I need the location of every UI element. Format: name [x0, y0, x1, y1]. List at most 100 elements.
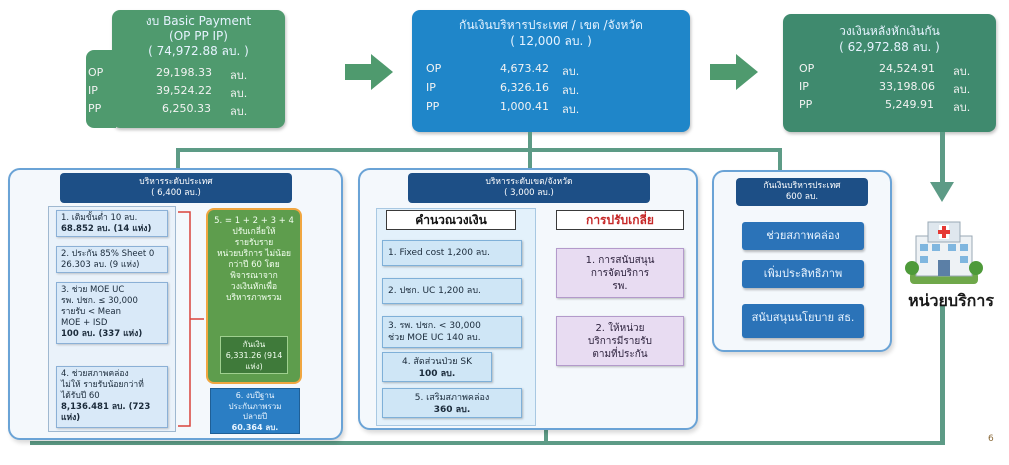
regional-admin-header-line-1: บริหารระดับเขต/จังหวัด [485, 177, 573, 187]
remaining-title-2: ( 62,972.88 ลบ. ) [839, 40, 940, 54]
national-item-2-line-2: 26.303 ลบ. (9 แห่ง) [61, 260, 140, 270]
national-item-4-line-2: ไม่ให้ รายรับน้อยกว่าที่ [61, 380, 144, 390]
connector-to-service-vertical [940, 132, 945, 188]
adjust-item-2: 2. ให้หน่วย บริการมีรายรับ ตามที่ประกัน [556, 316, 684, 366]
basic-payment-box-extension [86, 50, 116, 128]
rf-ip-label: IP [426, 81, 436, 94]
national-reserve-header-line-1: กันเงินบริหารประเทศ [763, 181, 841, 191]
bp-op-unit: ลบ. [230, 69, 248, 82]
adjust-item-2-line-1: 2. ให้หน่วย [595, 323, 645, 334]
rf-pp-unit: ลบ. [562, 103, 580, 116]
national-item-3-line-5: 100 ลบ. (337 แห่ง) [61, 329, 143, 339]
rf-ip-value: 6,326.16 [500, 81, 549, 94]
national-item-3-line-3: รายรับ < Mean [61, 307, 121, 317]
hospital-icon [905, 221, 983, 284]
rf-op-unit: ลบ. [562, 65, 580, 78]
sum-bracket-icon [178, 211, 204, 427]
adjust-item-1-line-3: รพ. [612, 281, 628, 292]
national-item-4-line-5: แห่ง) [61, 413, 81, 423]
reserve-item-policy: สนับสนุนนโยบาย สธ. [742, 304, 864, 338]
rb-pp-unit: ลบ. [953, 101, 971, 114]
national-admin-panel: บริหารระดับประเทศ ( 6,400 ลบ.) 1. เติมขั… [8, 168, 343, 440]
basic-payment-box: งบ Basic Payment (OP PP IP) ( 74,972.88 … [86, 10, 285, 128]
arrow-down-icon [930, 182, 954, 202]
adjust-title: การปรับเกลี่ย [556, 210, 684, 230]
national-item-3-line-2: รพ. ปชก. ≤ 30,000 [61, 296, 138, 306]
bp-ip-unit: ลบ. [230, 87, 248, 100]
reserve-subbox-line-3: แห่ง) [245, 362, 263, 371]
reserve-subbox-line-1: กันเงิน [242, 340, 266, 349]
bp-op-label-vis: OP [88, 66, 104, 79]
calc-item-5: 5. เสริมสภาพคล่อง 360 ลบ. [382, 388, 522, 418]
calc-item-1: 1. Fixed cost 1,200 ลบ. [382, 240, 522, 266]
national-item-6-line-2: ประกันภาพรวม [228, 401, 282, 411]
national-reserve-header: กันเงินบริหารประเทศ 600 ลบ. [736, 178, 868, 206]
calc-item-2: 2. ปชก. UC 1,200 ลบ. [382, 278, 522, 304]
national-item-4: 4. ช่วยสภาพคล่อง ไม่ให้ รายรับน้อยกว่าที… [56, 366, 168, 428]
reserve-item-efficiency: เพิ่มประสิทธิภาพ [742, 260, 864, 288]
bp-ip-value: 39,524.22 [156, 84, 212, 97]
rf-ip-unit: ลบ. [562, 84, 580, 97]
reserve-fund-box: กันเงินบริหารประเทศ / เขต /จังหวัด ( 12,… [412, 10, 690, 132]
connector-down-right [778, 148, 782, 172]
adjust-item-1-line-2: การจัดบริการ [590, 268, 650, 279]
page-number: 6 [988, 434, 994, 444]
regional-admin-panel: บริหารระดับเขต/จังหวัด ( 3,000 ลบ.) คำนว… [358, 168, 698, 430]
connector-bottom-horizontal [30, 441, 945, 445]
rb-op-value: 24,524.91 [879, 62, 935, 75]
national-item-6-line-4: 60.364 ลบ. [231, 422, 279, 432]
national-admin-header: บริหารระดับประเทศ ( 6,400 ลบ.) [60, 173, 292, 203]
rf-pp-value: 1,000.41 [500, 100, 549, 113]
service-unit-label: หน่วยบริการ [908, 291, 994, 310]
remaining-title-1: วงเงินหลังหักเงินกัน [839, 24, 940, 38]
calc-item-3: 3. รพ. ปชก. < 30,000 ช่วย MOE UC 140 ลบ. [382, 316, 522, 348]
note-line-2: ปรับเกลี่ยให้ [232, 227, 276, 237]
reserve-subbox: กันเงิน 6,331.26 (914 แห่ง) [220, 336, 288, 374]
adjustment-note-box: 5. = 1 + 2 + 3 + 4 ปรับเกลี่ยให้ รายรับร… [206, 208, 302, 384]
national-reserve-header-line-2: 600 ลบ. [785, 192, 819, 202]
calc-title: คำนวณวงเงิน [386, 210, 516, 230]
national-admin-header-line-1: บริหารระดับประเทศ [139, 177, 213, 187]
bp-pp-value: 6,250.33 [162, 102, 211, 115]
note-line-8: บริหารภาพรวม [226, 293, 282, 303]
national-item-1-line-2: 68.852 ลบ. (14 แห่ง) [61, 224, 152, 234]
calc-item-4-line-2: 100 ลบ. [418, 369, 456, 379]
rb-pp-label: PP [799, 98, 813, 111]
rf-op-label: OP [426, 62, 442, 75]
national-item-3: 3. ช่วย MOE UC รพ. ปชก. ≤ 30,000 รายรับ … [56, 282, 168, 344]
rb-ip-unit: ลบ. [953, 83, 971, 96]
note-line-3: รายรับราย [234, 238, 274, 248]
national-item-1: 1. เติมขั้นต่ำ 10 ลบ. 68.852 ลบ. (14 แห่… [56, 210, 168, 237]
bp-pp-label-vis: PP [88, 102, 102, 115]
adjust-item-2-line-2: บริการมีรายรับ [588, 336, 652, 347]
rb-op-unit: ลบ. [953, 65, 971, 78]
connector-horizontal-top [176, 148, 782, 152]
connector-bottom-mid-vertical [544, 430, 548, 444]
note-line-7: วงเงินหักเพื่อ [230, 282, 278, 292]
calc-item-5-line-1: 5. เสริมสภาพคล่อง [414, 393, 490, 403]
basic-payment-title-3: ( 74,972.88 ลบ. ) [148, 44, 249, 58]
calc-item-3-line-1: 3. รพ. ปชก. < 30,000 [388, 321, 481, 331]
rf-pp-label: PP [426, 100, 440, 113]
national-item-2: 2. ประกัน 85% Sheet 0 26.303 ลบ. (9 แห่ง… [56, 246, 168, 273]
calc-item-3-line-2: ช่วย MOE UC 140 ลบ. [388, 333, 481, 343]
national-item-2-line-1: 2. ประกัน 85% Sheet 0 [61, 249, 155, 259]
note-line-6: พิจารณาจาก [230, 271, 278, 281]
calc-item-2-line-1: 2. ปชก. UC 1,200 ลบ. [388, 286, 481, 296]
calc-item-1-line-1: 1. Fixed cost 1,200 ลบ. [388, 248, 490, 258]
national-admin-header-line-2: ( 6,400 ลบ.) [151, 188, 201, 198]
basic-payment-title-1: งบ Basic Payment [145, 14, 252, 28]
regional-admin-header-line-2: ( 3,000 ลบ.) [504, 188, 554, 198]
note-line-5: กว่าปี 60 โดย [228, 260, 280, 270]
national-item-6-line-3: ปลายปี [242, 412, 268, 421]
calc-item-4: 4. สัดส่วนป่วย SK 100 ลบ. [382, 352, 492, 382]
national-item-3-line-4: MOE + ISD [61, 318, 108, 328]
adjust-item-2-line-3: ตามที่ประกัน [592, 349, 648, 360]
bp-ip-label-vis: IP [88, 84, 98, 97]
calc-item-5-line-2: 360 ลบ. [433, 405, 471, 415]
rb-pp-value: 5,249.91 [885, 98, 934, 111]
connector-down-left [176, 148, 180, 174]
note-line-4: หน่วยบริการ ไม่น้อย [216, 249, 292, 259]
adjust-item-1-line-1: 1. การสนับสนุน [585, 255, 655, 266]
rb-ip-label: IP [799, 80, 809, 93]
